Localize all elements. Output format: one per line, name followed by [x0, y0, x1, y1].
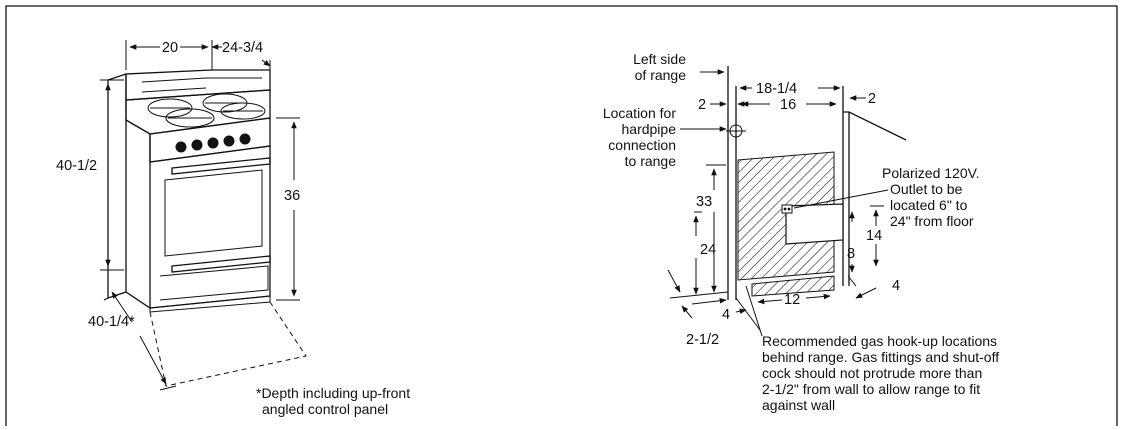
footnote-line-1: *Depth including up-front [256, 385, 410, 401]
range-body-side [125, 119, 151, 310]
height-dim-label: 40-1/2 [56, 158, 97, 174]
left-side-label-2: of range [635, 67, 687, 83]
gas-note-4: 2-1/2" from wall to allow range to fit [762, 381, 980, 397]
burner-grate-1 [147, 98, 193, 118]
hardpipe-label-4: to range [625, 153, 677, 169]
outlet-label-3: located 6" to [890, 197, 968, 213]
depth-dim-label: 24-3/4 [222, 40, 263, 56]
outlet-icon [781, 204, 793, 214]
dim-33: 33 [696, 194, 712, 210]
floor-line-left [669, 291, 729, 299]
dim-16: 16 [780, 97, 796, 113]
range-drawing: 20 24-3/4 40-1/2 36 40-1/4* *Depth inclu… [56, 40, 410, 417]
hardpipe-label-3: connection [608, 137, 676, 153]
gas-note-5: against wall [762, 397, 835, 413]
range-side-panel [107, 73, 127, 299]
dim-8: 8 [847, 246, 855, 262]
burner-grate-3 [165, 108, 215, 128]
dim-4-right: 4 [892, 278, 900, 294]
knob-5 [239, 133, 251, 145]
knob-3 [207, 137, 219, 149]
knob-1 [175, 141, 187, 153]
door-footprint [149, 301, 307, 387]
floor-hookup-strip [751, 275, 835, 297]
dim-2-1-2: 2-1/2 [686, 332, 719, 348]
gas-note-1: Recommended gas hook-up locations [762, 333, 997, 349]
outlet-label-1: Polarized 120V. [882, 165, 980, 181]
knob-2 [191, 139, 203, 151]
broiler-drawer [159, 265, 269, 301]
dim-14: 14 [866, 228, 882, 244]
outlet-label-2: Outlet to be [890, 181, 963, 197]
drawer-handle [171, 255, 271, 273]
hardpipe-label-2: hardpipe [622, 121, 677, 137]
outlet-label-4: 24" from floor [890, 213, 974, 229]
dim-24: 24 [700, 242, 716, 258]
installation-drawing: Left side of range Location for hardpipe… [603, 51, 999, 413]
overall-depth-label: 40-1/4* [88, 314, 135, 330]
dim-12: 12 [784, 292, 800, 308]
dim-2-left: 2 [698, 97, 706, 113]
footnote-line-2: angled control panel [262, 401, 388, 417]
gas-note-leader [745, 285, 763, 337]
cooktop-height-label: 36 [284, 188, 300, 204]
cabinet-top [843, 111, 907, 141]
width-dim-label: 20 [162, 40, 178, 56]
outlet-leader [793, 189, 889, 209]
frame-border [5, 5, 1118, 426]
dim-4-left: 4 [722, 307, 730, 323]
hardpipe-label-1: Location for [603, 105, 676, 121]
gas-note-2: behind range. Gas fittings and shut-off [762, 349, 999, 365]
dim-2-right: 2 [868, 91, 876, 107]
left-side-label-1: Left side [633, 51, 686, 67]
dim-18-1-4: 18-1/4 [756, 81, 797, 97]
knob-4 [223, 135, 235, 147]
gas-note-3: cock should not protrude more than [762, 365, 982, 381]
oven-door [164, 169, 263, 257]
oven-handle [171, 157, 271, 175]
outlet-zone [785, 203, 844, 245]
